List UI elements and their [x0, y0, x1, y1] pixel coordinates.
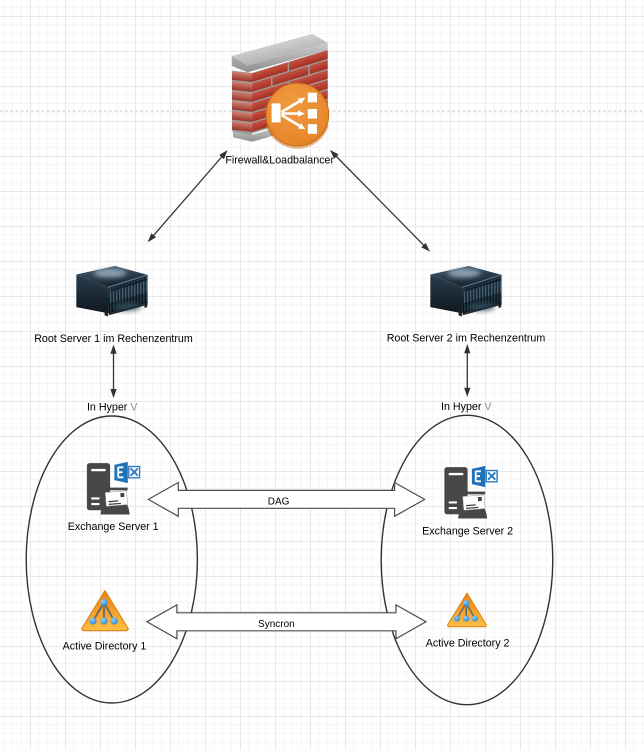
- svg-text:Firewall&Loadbalancer: Firewall&Loadbalancer: [225, 154, 334, 166]
- svg-text:Exchange Server 2: Exchange Server 2: [422, 525, 513, 537]
- svg-text:DAG: DAG: [268, 497, 290, 508]
- svg-text:Syncron: Syncron: [258, 619, 295, 630]
- svg-text:Root Server 2 im Rechenzentrum: Root Server 2 im Rechenzentrum: [387, 333, 546, 345]
- svg-text:In Hyper V: In Hyper V: [441, 401, 492, 413]
- svg-text:In Hyper V: In Hyper V: [87, 401, 138, 413]
- svg-text:Active Directory 2: Active Directory 2: [426, 637, 510, 649]
- svg-text:Exchange Server 1: Exchange Server 1: [68, 521, 159, 533]
- svg-text:Active Directory 1: Active Directory 1: [63, 640, 147, 652]
- svg-text:Root Server 1 im Rechenzentrum: Root Server 1 im Rechenzentrum: [34, 333, 193, 345]
